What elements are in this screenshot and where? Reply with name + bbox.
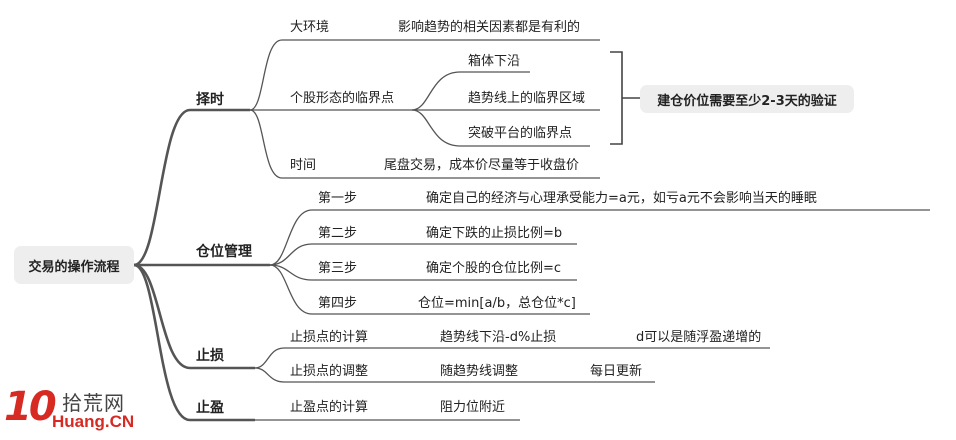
zhisun-adjust-detail[interactable]: 随趋势线调整 — [440, 364, 519, 379]
branch-cangwei[interactable]: 仓位管理 — [196, 244, 252, 260]
branch-zhiying[interactable]: 止盈 — [196, 400, 224, 416]
step-3-detail[interactable]: 确定个股的仓位比例=c — [426, 261, 562, 276]
node-linjie-child-2[interactable]: 趋势线上的临界区域 — [468, 91, 586, 106]
step-2-detail[interactable]: 确定下跌的止损比例=b — [426, 226, 563, 241]
node-dahuanjing[interactable]: 大环境 — [290, 20, 330, 35]
node-linjie-child-1[interactable]: 箱体下沿 — [468, 54, 521, 69]
step-4[interactable]: 第四步 — [318, 296, 358, 311]
branch-zeshi[interactable]: 择时 — [196, 92, 224, 108]
zhisun-calc-detail[interactable]: 趋势线下沿-d%止损 — [440, 330, 557, 345]
link-root-zhiying — [133, 263, 255, 422]
link-cangwei-4 — [269, 264, 590, 315]
logo-text-en: Huang.CN — [52, 412, 135, 431]
root-node[interactable]: 交易的操作流程 — [14, 246, 134, 284]
watermark-logo: 10 拾荒网 Huang.CN — [4, 383, 144, 437]
step-3[interactable]: 第三步 — [318, 261, 358, 276]
logo-text-cn: 拾荒网 — [62, 391, 125, 415]
link-cangwei-3 — [269, 264, 577, 281]
link-cangwei-1 — [269, 209, 930, 266]
summary-node[interactable]: 建仓价位需要至少2-3天的验证 — [640, 85, 854, 113]
link-zeshi-shijian — [249, 109, 600, 179]
zhisun-adjust-note[interactable]: 每日更新 — [590, 364, 643, 379]
zhisun-calc-note[interactable]: d可以是随浮盈递增的 — [636, 330, 762, 345]
node-shijian[interactable]: 时间 — [290, 158, 317, 173]
link-linjie-1 — [411, 71, 530, 111]
node-linjie[interactable]: 个股形态的临界点 — [290, 91, 395, 106]
link-root-zhisun — [133, 263, 255, 370]
zhiying-calc-detail[interactable]: 阻力位附近 — [440, 400, 506, 415]
zhisun-calc[interactable]: 止损点的计算 — [290, 330, 369, 345]
zhiying-calc[interactable]: 止盈点的计算 — [290, 400, 369, 415]
link-cangwei-2 — [269, 243, 577, 266]
link-zhisun-1 — [254, 347, 770, 369]
step-4-detail[interactable]: 仓位=min[a/b，总仓位*c] — [418, 296, 576, 311]
zhisun-adjust[interactable]: 止损点的调整 — [290, 364, 369, 379]
summary-bracket — [610, 51, 640, 145]
step-1-detail[interactable]: 确定自己的经济与心理承受能力=a元，如亏a元不会影响当天的睡眠 — [426, 191, 817, 206]
step-2[interactable]: 第二步 — [318, 226, 358, 241]
node-linjie-child-3[interactable]: 突破平台的临界点 — [468, 126, 573, 141]
link-zhisun-2 — [254, 367, 655, 383]
logo-number: 10 — [4, 384, 57, 430]
link-root-zeshi — [133, 108, 250, 267]
branch-zhisun[interactable]: 止损 — [196, 348, 224, 364]
step-1[interactable]: 第一步 — [318, 191, 358, 206]
node-dahuanjing-detail[interactable]: 影响趋势的相关因素都是有利的 — [398, 20, 581, 35]
link-linjie-3 — [411, 109, 590, 147]
node-shijian-detail[interactable]: 尾盘交易，成本价尽量等于收盘价 — [384, 158, 580, 173]
link-zeshi-dahuanjing — [249, 39, 600, 111]
